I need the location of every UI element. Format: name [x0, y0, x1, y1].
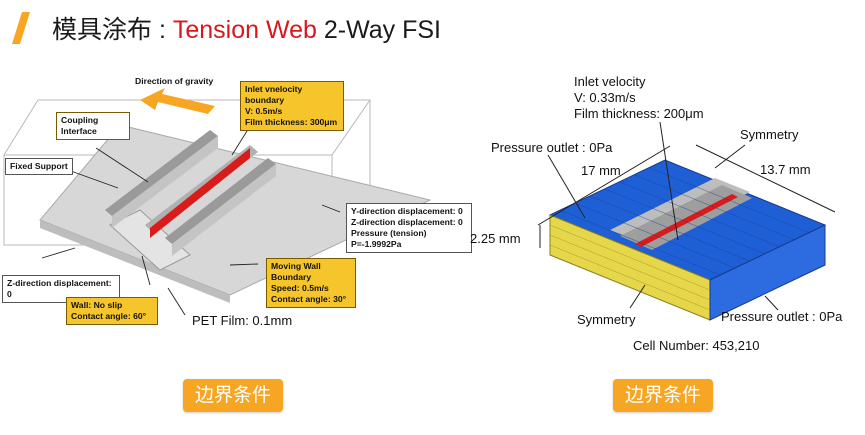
- pressure-tension-box: Y-direction displacement: 0 Z-direction …: [346, 203, 472, 253]
- left-geometry-diagram: [3, 88, 432, 316]
- left-boundary-conditions-button[interactable]: 边界条件: [183, 379, 283, 412]
- dimension-2-25mm: 2.25 mm: [470, 231, 521, 246]
- right-boundary-conditions-button[interactable]: 边界条件: [613, 379, 713, 412]
- symmetry-bottom-label: Symmetry: [577, 312, 636, 327]
- inlet-velocity-callout: Inlet vnelocity boundary V: 0.5m/s Film …: [240, 81, 344, 131]
- symmetry-top-label: Symmetry: [740, 127, 799, 142]
- coupling-interface-callout: Coupling Interface: [56, 112, 130, 140]
- fixed-support-label: Fixed Support: [5, 158, 73, 175]
- pet-film-label: PET Film: 0.1mm: [192, 313, 293, 328]
- pressure-outlet-top-label: Pressure outlet : 0Pa: [491, 140, 613, 155]
- moving-wall-callout: Moving Wall Boundary Speed: 0.5m/s Conta…: [266, 258, 356, 308]
- title-accent-bar: [12, 12, 30, 44]
- dimension-13-7mm: 13.7 mm: [760, 162, 811, 177]
- page-title: 模具涂布 : Tension Web 2-Way FSI: [52, 16, 442, 44]
- wall-no-slip-callout: Wall: No slip Contact angle: 60°: [66, 297, 158, 325]
- dimension-17mm: 17 mm: [581, 163, 621, 178]
- inlet-velocity-label: Inlet velocity V: 0.33m/s Film thickness…: [574, 74, 704, 121]
- gravity-label: Direction of gravity: [135, 76, 214, 86]
- pressure-outlet-bottom-label: Pressure outlet : 0Pa: [721, 309, 843, 324]
- right-mesh-diagram: [537, 121, 836, 321]
- cell-number-label: Cell Number: 453,210: [633, 338, 760, 353]
